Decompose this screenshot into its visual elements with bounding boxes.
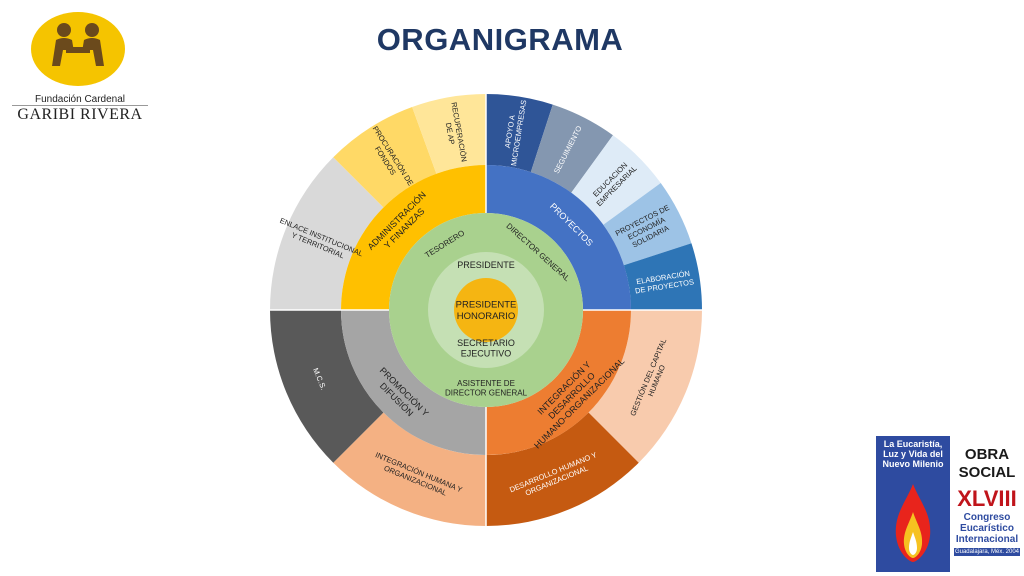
foundation-emblem-icon	[31, 12, 125, 86]
outer-segment-enlace-institucional-y-territorial	[270, 157, 384, 310]
outer-segment-desarrollo-humano-y-organizacional	[486, 412, 639, 526]
department-proyectos	[486, 165, 631, 310]
foundation-logo: Fundación Cardenal GARIBI RIVERA	[10, 10, 150, 125]
badge-footer: Guadalajara, Méx. 2004	[954, 548, 1020, 556]
outer-segment-gestion-del-capital-humano	[588, 310, 702, 463]
logo-divider	[12, 105, 148, 106]
outer-segment-recuperacion-de-ap	[412, 94, 486, 174]
outer-segment-educacion-empresarial	[571, 135, 661, 225]
outer-segment-procuracion-de-fondos	[333, 107, 437, 208]
badge-title: OBRA SOCIAL	[958, 446, 1016, 481]
inner-ring-top-label: PRESIDENTE	[457, 260, 515, 270]
logo-caption-small: Fundación Cardenal	[34, 94, 126, 105]
outer-segment-apoyo-a-microempresas	[486, 94, 553, 173]
badge-motto: La Eucaristía, Luz y Vida del Nuevo Mile…	[882, 439, 944, 469]
badge-number: XLVIII	[957, 486, 1017, 511]
outer-segment-m-c-s	[270, 310, 384, 463]
department-ring	[341, 165, 631, 455]
department-integracion-y-desarrollo-humano-organizacional	[486, 310, 631, 455]
badge-panel: La Eucaristía, Luz y Vida del Nuevo Mile…	[876, 436, 950, 572]
logo-caption-large: GARIBI RIVERA	[17, 106, 143, 123]
center-circle	[454, 278, 518, 342]
outer-segment-integracion-humana-y-organizacional	[333, 412, 486, 526]
badge-line-3: Internacional	[955, 534, 1019, 545]
congress-badge: La Eucaristía, Luz y Vida del Nuevo Mile…	[876, 436, 1020, 572]
department-promocion-y-difusion	[341, 310, 486, 455]
badge-line-1: Congreso	[963, 512, 1011, 523]
department-administracion-y-finanzas	[341, 165, 486, 310]
outer-ring	[270, 94, 702, 526]
page-title: ORGANIGRAMA	[376, 22, 624, 57]
flame-icon	[895, 484, 931, 562]
outer-segment-proyectos-de-economia-solidaria	[603, 183, 692, 266]
badge-line-2: Eucarístico	[960, 523, 1014, 534]
outer-segment-seguimiento	[530, 104, 613, 193]
outer-segment-elaboracion-de-proyectos	[623, 243, 702, 310]
ring-dividers	[270, 94, 702, 526]
